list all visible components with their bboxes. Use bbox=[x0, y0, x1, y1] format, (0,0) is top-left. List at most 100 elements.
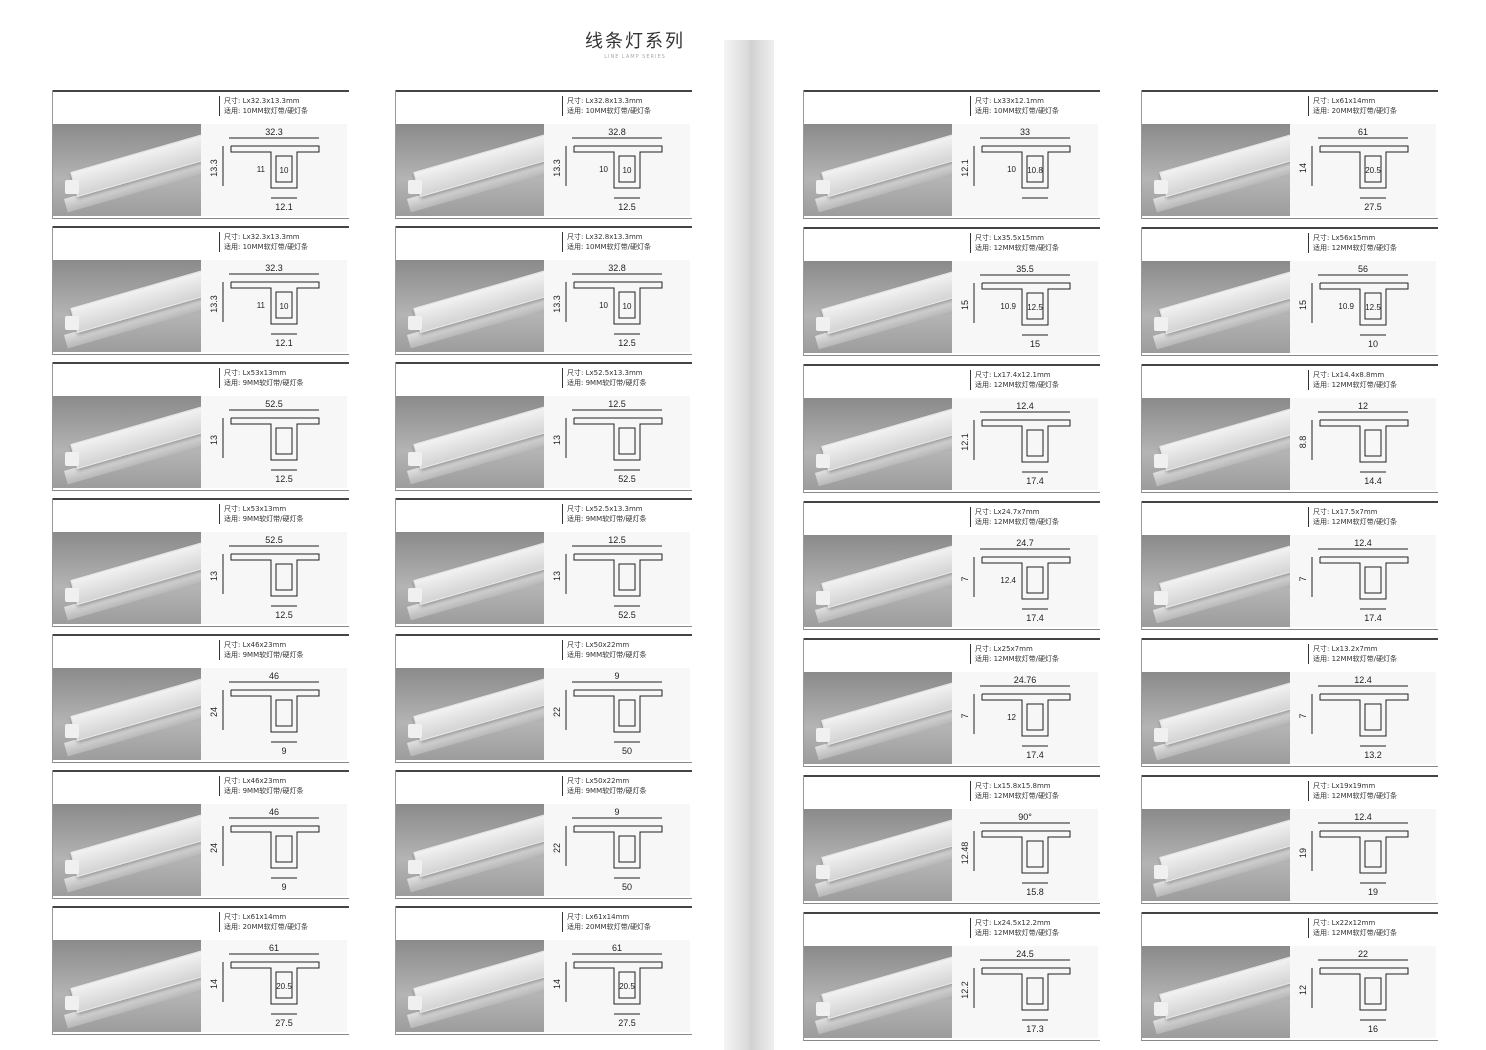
spec-size: Lx50x22mm bbox=[585, 777, 630, 785]
card-divider bbox=[396, 906, 692, 908]
card-divider bbox=[1142, 90, 1438, 92]
dim-top: 12.4 bbox=[1016, 401, 1034, 411]
spec-use: 12MM软灯带/硬灯条 bbox=[1331, 655, 1397, 663]
dim-bottom: 9 bbox=[281, 746, 286, 756]
spec-size: Lx32.8x13.3mm bbox=[585, 97, 643, 105]
dimension-drawing: 128.814.4 bbox=[1298, 401, 1409, 486]
dim-top: 24.76 bbox=[1014, 675, 1037, 685]
spec-size-prefix: 尺寸: bbox=[975, 234, 992, 242]
spec-size: Lx17.5x7mm bbox=[1331, 508, 1378, 516]
led-slot bbox=[275, 835, 293, 863]
dim-bottom: 27.5 bbox=[618, 1018, 636, 1028]
dim-top: 12.5 bbox=[608, 535, 626, 545]
product-photo bbox=[804, 124, 952, 216]
profile-outline bbox=[981, 556, 1071, 600]
led-slot bbox=[275, 155, 293, 183]
profile-outline bbox=[573, 553, 663, 597]
spec-size: Lx33x12.1mm bbox=[993, 97, 1044, 105]
product-photo bbox=[804, 946, 952, 1038]
led-slot bbox=[618, 699, 636, 727]
end-cap bbox=[65, 588, 79, 602]
product-photo bbox=[804, 672, 952, 764]
spec-size-prefix: 尺寸: bbox=[1313, 97, 1330, 105]
end-cap bbox=[408, 996, 422, 1010]
card-divider bbox=[53, 498, 349, 500]
spec-use-prefix: 适用: bbox=[975, 929, 992, 937]
dim-top: 56 bbox=[1358, 264, 1368, 274]
dim-inner-left: 10 bbox=[599, 301, 608, 310]
dim-bottom: 12.5 bbox=[618, 202, 636, 212]
dim-height: 7 bbox=[960, 576, 970, 581]
dim-height: 7 bbox=[1298, 576, 1308, 581]
dim-bottom: 12.5 bbox=[618, 338, 636, 348]
product-photo bbox=[53, 668, 201, 760]
spec-size-prefix: 尺寸: bbox=[224, 777, 241, 785]
spec-use-prefix: 适用: bbox=[1313, 107, 1330, 115]
end-cap bbox=[816, 1002, 830, 1016]
spec-size-prefix: 尺寸: bbox=[224, 369, 241, 377]
profile-outline bbox=[230, 145, 320, 189]
spec-size-prefix: 尺寸: bbox=[1313, 234, 1330, 242]
profile-outline bbox=[1319, 282, 1409, 326]
spec-size: Lx32.8x13.3mm bbox=[585, 233, 643, 241]
dim-height: 12.1 bbox=[960, 433, 970, 451]
card-divider bbox=[53, 362, 349, 364]
dim-bottom: 12.1 bbox=[275, 338, 293, 348]
spec-use-line: 适用: 10MM软灯带/硬灯条 bbox=[567, 106, 695, 116]
spec-size-line: 尺寸: Lx32.8x13.3mm bbox=[567, 232, 695, 242]
spec-size: Lx24.5x12.2mm bbox=[993, 919, 1051, 927]
dim-height: 19 bbox=[1298, 848, 1308, 858]
end-cap bbox=[408, 452, 422, 466]
spec-size-prefix: 尺寸: bbox=[567, 369, 584, 377]
led-slot bbox=[1364, 155, 1382, 183]
dim-bottom: 52.5 bbox=[618, 610, 636, 620]
spec-use-prefix: 适用: bbox=[567, 515, 584, 523]
spec-size-line: 尺寸: Lx53x13mm bbox=[224, 504, 352, 514]
led-slot bbox=[1026, 429, 1044, 457]
spec-use-line: 适用: 12MM软灯带/硬灯条 bbox=[1313, 517, 1441, 527]
spec-use-prefix: 适用: bbox=[567, 651, 584, 659]
product-photo bbox=[804, 809, 952, 901]
spec-size-prefix: 尺寸: bbox=[567, 233, 584, 241]
spec-size: Lx24.7x7mm bbox=[993, 508, 1040, 516]
card-divider bbox=[1142, 638, 1438, 640]
spec-use: 9MM软灯带/硬灯条 bbox=[585, 787, 647, 795]
card-divider bbox=[396, 226, 692, 228]
spec-size-prefix: 尺寸: bbox=[975, 919, 992, 927]
spec-size: Lx53x13mm bbox=[242, 369, 287, 377]
dim-inner-left: 10 bbox=[1007, 165, 1016, 174]
spec-size: Lx32.3x13.3mm bbox=[242, 233, 300, 241]
led-slot bbox=[1364, 429, 1382, 457]
dim-inner-left: 10.9 bbox=[1000, 302, 1016, 311]
dim-bottom: 17.4 bbox=[1026, 476, 1044, 486]
end-cap bbox=[816, 591, 830, 605]
profile-outline bbox=[230, 417, 320, 461]
spec-size-line: 尺寸: Lx17.4x12.1mm bbox=[975, 370, 1103, 380]
spec-use-prefix: 适用: bbox=[224, 923, 241, 931]
card-divider bbox=[804, 364, 1100, 366]
spec-size-prefix: 尺寸: bbox=[1313, 508, 1330, 516]
spec-use-prefix: 适用: bbox=[224, 787, 241, 795]
page-spine bbox=[724, 40, 774, 1050]
